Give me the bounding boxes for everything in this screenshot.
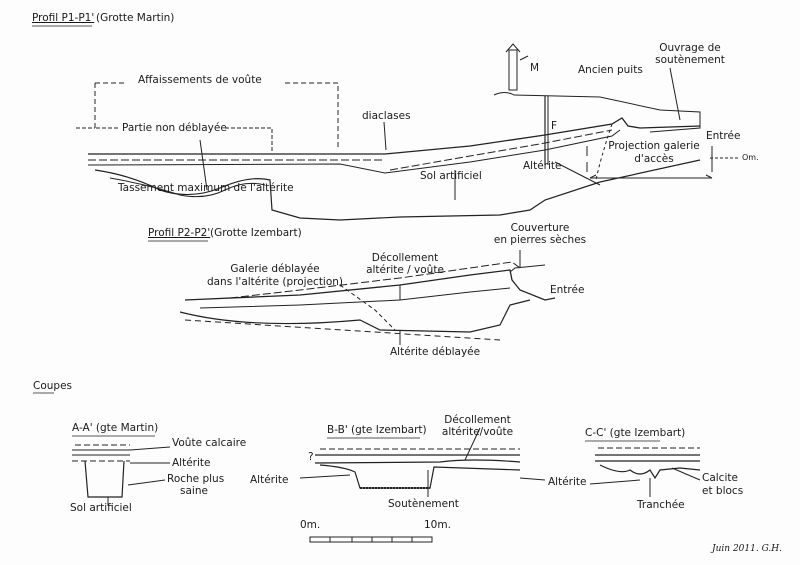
- label-roche-2: saine: [180, 485, 208, 497]
- coupes-drawing: [72, 427, 701, 505]
- label-roche-1: Roche plus: [167, 473, 225, 485]
- coupe-bb-title: B-B' (gte Izembart): [327, 424, 427, 436]
- label-bb-decollement-1: Décollement: [444, 414, 511, 426]
- coupes-title: Coupes: [33, 380, 73, 392]
- profile2-title: Profil P2-P2': [148, 227, 211, 239]
- label-f: F: [551, 120, 558, 132]
- label-sol-artificiel-aa: Sol artificiel: [70, 502, 132, 514]
- scale-bar: [309, 536, 433, 543]
- label-alterite-bb-right: Altérite: [548, 476, 587, 488]
- label-diaclases: diaclases: [362, 110, 411, 122]
- coupe-cc-title: C-C' (gte Izembart): [585, 427, 686, 439]
- label-ancien-puits: Ancien puits: [578, 64, 643, 76]
- label-calcite-2: et blocs: [702, 485, 744, 497]
- profile2-subtitle: (Grotte Izembart): [210, 227, 302, 239]
- label-sol-artificiel-p1: Sol artificiel: [420, 170, 482, 182]
- label-alterite-aa: Altérite: [172, 457, 211, 469]
- label-projection-2: d'accès: [634, 153, 674, 165]
- label-alterite-p1: Altérite: [523, 160, 562, 172]
- profile2-drawing: [179, 250, 556, 345]
- label-ouvrage-2: soutènement: [655, 54, 725, 66]
- profile1-title: Profil P1-P1': [32, 12, 95, 24]
- label-tranchee: Tranchée: [637, 499, 685, 511]
- label-bb-decollement-2: altérite/voûte: [441, 426, 514, 438]
- label-calcite-1: Calcite: [702, 472, 738, 484]
- scale-start: 0m.: [300, 519, 321, 531]
- label-m: M: [530, 62, 540, 74]
- label-om: Om.: [742, 153, 759, 162]
- label-affaissements: Affaissements de voûte: [138, 74, 262, 86]
- label-non-deblayee: Partie non déblayée: [122, 122, 227, 134]
- label-galerie-1: Galerie déblayée: [230, 263, 320, 275]
- label-entree-p1: Entrée: [706, 130, 741, 142]
- scale-end: 10m.: [424, 519, 451, 531]
- label-entree-p2: Entrée: [550, 284, 585, 296]
- signature: Juin 2011. G.H.: [712, 544, 783, 554]
- label-decollement-2: altérite / voûte: [366, 264, 444, 276]
- label-question: ?: [308, 451, 314, 463]
- coupe-aa-title: A-A' (gte Martin): [72, 422, 159, 434]
- profile1-drawing: [76, 43, 740, 221]
- label-couverture-1: Couverture: [510, 222, 570, 234]
- label-galerie-2: dans l'altérite (projection): [206, 276, 344, 288]
- profile1-subtitle: (Grotte Martin): [96, 12, 175, 24]
- label-soutenement: Soutènement: [388, 498, 459, 510]
- label-decollement-1: Décollement: [371, 252, 439, 264]
- label-alterite-deblayee: Altérite déblayée: [390, 346, 481, 358]
- label-projection-1: Projection galerie: [608, 140, 700, 152]
- label-ouvrage-1: Ouvrage de: [659, 42, 721, 54]
- label-couverture-2: en pierres sèches: [493, 234, 587, 246]
- label-tassement: Tassement maximum de l'altérite: [118, 182, 294, 194]
- label-alterite-bb-left: Altérite: [250, 474, 289, 486]
- label-voute-calcaire: Voûte calcaire: [172, 437, 247, 449]
